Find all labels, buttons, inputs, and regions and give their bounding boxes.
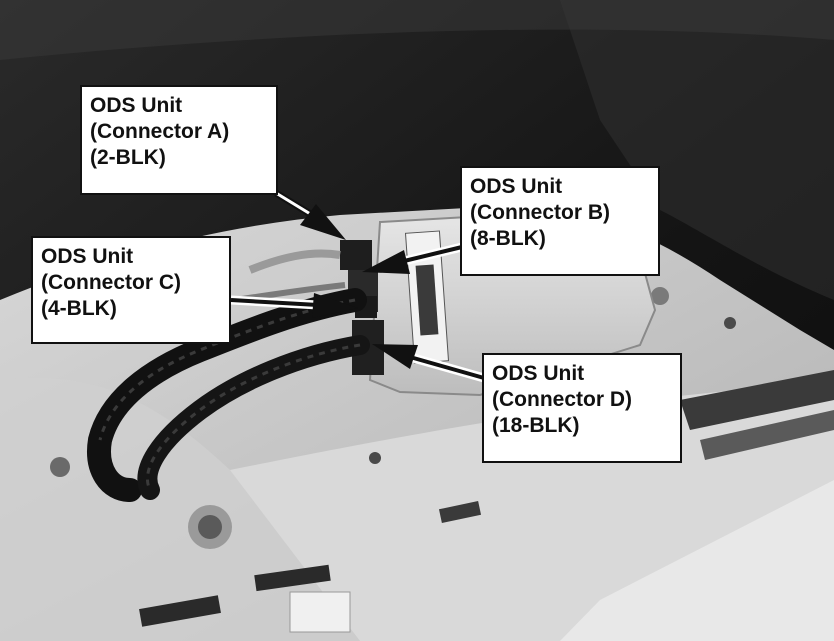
callout-title: ODS Unit <box>90 94 183 117</box>
callout-connector-a: ODS Unit (Connector A) (2-BLK) <box>80 85 278 195</box>
callout-title: ODS Unit <box>470 175 563 198</box>
callout-connector-name: (Connector D) <box>492 388 632 411</box>
callout-connector-d: ODS Unit (Connector D) (18-BLK) <box>482 353 682 463</box>
callout-connector-name: (Connector B) <box>470 201 610 224</box>
callout-connector-spec: (2-BLK) <box>90 146 166 169</box>
bolt-hole <box>50 457 70 477</box>
callout-connector-spec: (18-BLK) <box>492 414 580 437</box>
connector-a <box>340 240 372 270</box>
callout-title: ODS Unit <box>41 245 134 268</box>
callout-connector-c: ODS Unit (Connector C) (4-BLK) <box>31 236 231 344</box>
callout-connector-name: (Connector A) <box>90 120 230 143</box>
callout-title: ODS Unit <box>492 362 585 385</box>
callout-connector-spec: (4-BLK) <box>41 297 117 320</box>
callout-connector-b: ODS Unit (Connector B) (8-BLK) <box>460 166 660 276</box>
callout-connector-name: (Connector C) <box>41 271 181 294</box>
callout-connector-spec: (8-BLK) <box>470 227 546 250</box>
